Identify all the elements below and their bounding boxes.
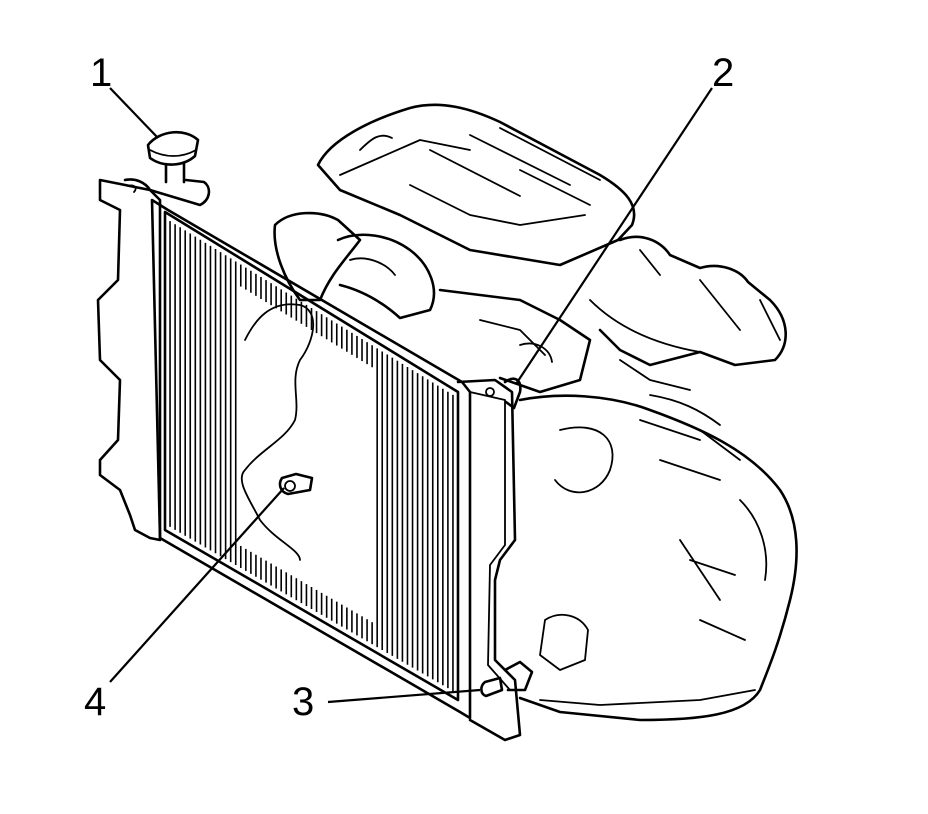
leader-4: [109, 487, 285, 683]
radiator-core-frame: [150, 198, 472, 720]
leader-3: [327, 688, 481, 704]
leader-2: [515, 87, 713, 385]
radiator-left-tank: [96, 178, 162, 542]
radiator-fins: [169, 221, 454, 692]
engine-assembly: [273, 103, 798, 722]
drain-plug-lower: [480, 660, 534, 698]
callout-1: 1: [90, 51, 112, 95]
callout-3: 3: [292, 680, 314, 724]
engine-through-core: [240, 303, 315, 561]
drain-plug: [278, 472, 314, 496]
leader-1: [109, 87, 159, 139]
radiator: [96, 131, 534, 742]
radiator-right-tank: [456, 378, 522, 742]
callout-4: 4: [84, 680, 106, 724]
radiator-cap: [123, 131, 211, 207]
callout-2: 2: [712, 51, 734, 95]
